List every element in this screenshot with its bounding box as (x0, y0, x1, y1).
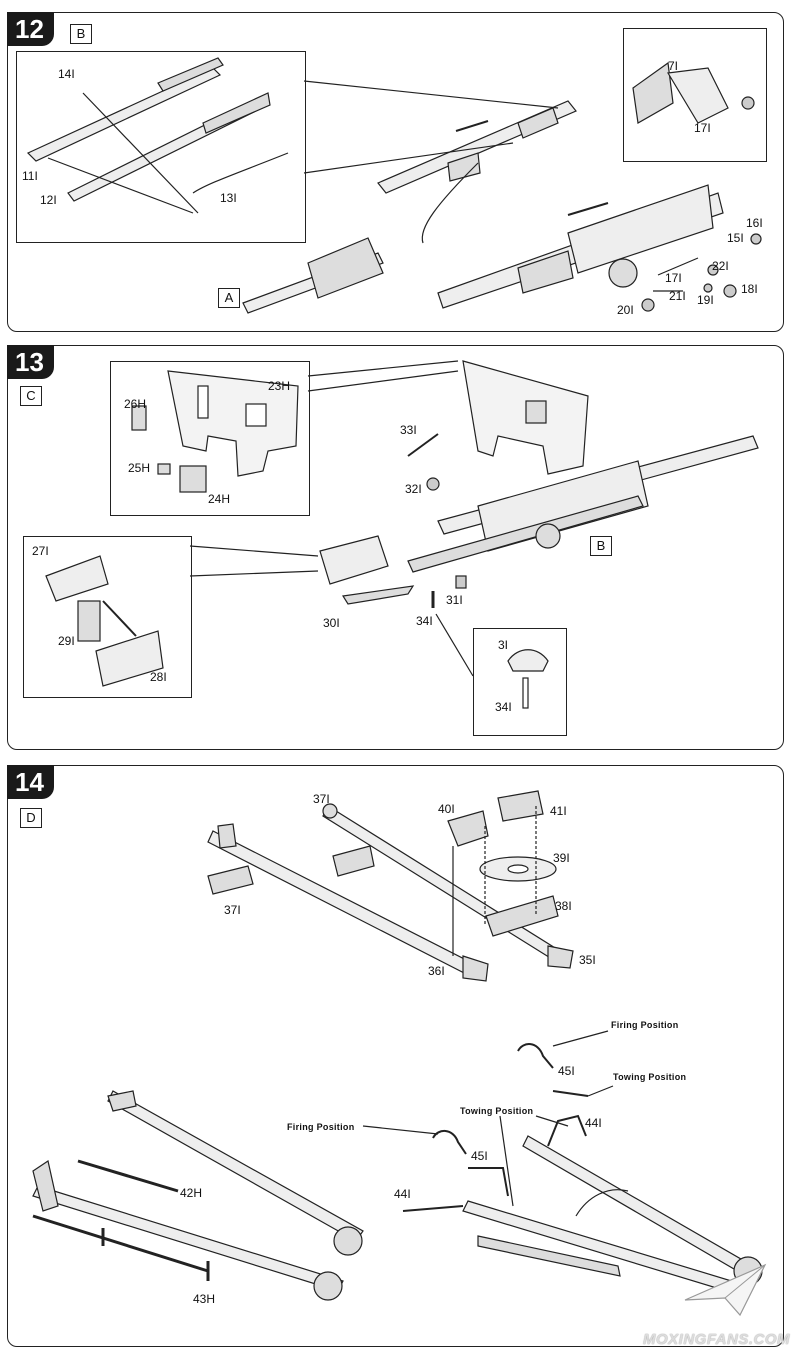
part-label-26h: 26H (124, 397, 147, 411)
watermark-text: MOXINGFANS.COM (642, 1331, 790, 1348)
step-14-number: 14 (7, 765, 54, 799)
part-label-28i: 28I (150, 670, 167, 684)
part-label-16i: 16I (746, 216, 763, 230)
firing-position-label-right: Firing Position (611, 1020, 679, 1030)
part-label-32i: 32I (405, 482, 422, 496)
part-label-43h: 43H (193, 1292, 216, 1306)
step-13-drawing (45, 360, 759, 709)
part-label-41i: 41I (550, 804, 567, 818)
subassembly-letter-b: B (70, 24, 92, 44)
pin-detail-box (473, 628, 567, 736)
part-label-45i-left: 45I (471, 1149, 488, 1163)
part-label-40i: 40I (438, 802, 455, 816)
part-label-17i: 17I (665, 271, 682, 285)
step-13-panel: 13 C B (7, 345, 784, 750)
part-label-27i: 27I (32, 544, 49, 558)
paper-plane-logo-icon (684, 1263, 767, 1317)
part-label-15i: 15I (727, 231, 744, 245)
part-label-35i: 35I (579, 953, 596, 967)
part-label-29i: 29I (58, 634, 75, 648)
part-label-18i: 18I (741, 282, 758, 296)
part-label-13i: 13I (220, 191, 237, 205)
part-label-39i: 39I (553, 851, 570, 865)
part-label-44i-right: 44I (585, 1116, 602, 1130)
step-14-panel: 14 D (7, 765, 784, 1347)
part-label-3i: 3I (498, 638, 509, 652)
part-label-20i: 20I (617, 303, 634, 317)
step-14-drawing (32, 790, 763, 1301)
part-label-24h: 24H (208, 492, 231, 506)
part-label-36i: 36I (428, 964, 445, 978)
part-label-17i-sight: 17I (694, 121, 711, 135)
part-label-37i-top: 37I (313, 792, 330, 806)
part-label-23h: 23H (268, 379, 291, 393)
part-label-22i: 22I (712, 259, 729, 273)
step-12-panel: 12 B A (7, 12, 784, 332)
step-13-number: 13 (7, 345, 54, 379)
part-label-42h: 42H (180, 1186, 203, 1200)
part-label-31i: 31I (446, 593, 463, 607)
part-label-30i: 30I (323, 616, 340, 630)
subassembly-letter-a: A (218, 288, 240, 308)
part-label-38i: 38I (555, 899, 572, 913)
part-label-12i: 12I (40, 193, 57, 207)
part-label-45i-right: 45I (558, 1064, 575, 1078)
part-label-21i: 21I (669, 289, 686, 303)
part-label-44i-left: 44I (394, 1187, 411, 1201)
towing-position-label-left: Towing Position (460, 1106, 534, 1116)
subassembly-letter-c: C (20, 386, 42, 406)
towing-position-label-right: Towing Position (613, 1072, 687, 1082)
part-label-34i-detail: 34I (495, 700, 512, 714)
step-12-drawing (26, 57, 762, 314)
part-label-14i: 14I (58, 67, 75, 81)
firing-position-label-left: Firing Position (287, 1122, 355, 1132)
part-label-25h: 25H (128, 461, 151, 475)
part-label-7i: 7I (668, 59, 679, 73)
part-label-33i: 33I (400, 423, 417, 437)
part-label-34i: 34I (416, 614, 433, 628)
part-label-37i-bottom: 37I (224, 903, 241, 917)
part-label-11i: 11I (22, 169, 38, 183)
step-12-number: 12 (7, 12, 54, 46)
subassembly-letter-b-ref: B (590, 536, 612, 556)
part-label-19i: 19I (697, 293, 714, 307)
subassembly-letter-d: D (20, 808, 42, 828)
